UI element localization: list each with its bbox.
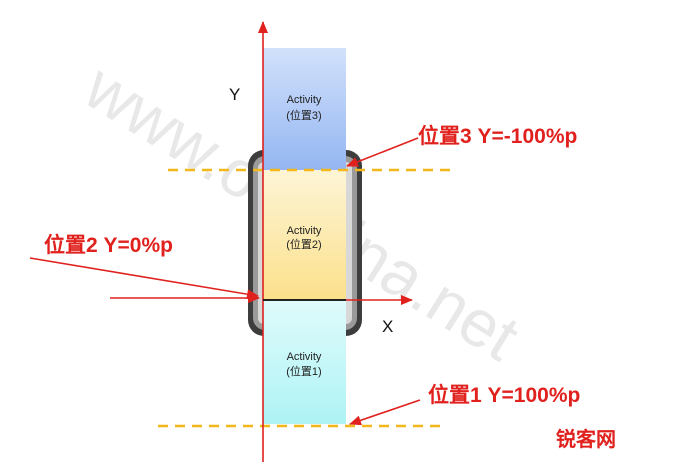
activity-2-position: (位置2) [286, 237, 321, 251]
activity-box-1: Activity (位置1) [263, 300, 346, 424]
y-axis-label: Y [229, 85, 240, 104]
pointer-arrow-pos3 [346, 137, 419, 167]
annotation-pos3: 位置3 Y=-100%p [418, 124, 577, 148]
pointer-arrow-pos1 [349, 399, 421, 426]
pointer-arrow-pos2-upper [29, 257, 259, 300]
annotation-pos2: 位置2 Y=0%p [44, 233, 173, 257]
site-logo: 锐客网 [556, 427, 616, 451]
activity-box-3: Activity (位置3) [263, 48, 346, 170]
activity-1-position: (位置1) [286, 364, 321, 378]
annotation-pos1: 位置1 Y=100%p [428, 383, 580, 407]
activity-3-title: Activity [287, 94, 322, 106]
x-axis-label: X [382, 317, 393, 336]
activity-3-position: (位置3) [286, 108, 321, 122]
activity-2-title: Activity [287, 225, 322, 237]
activity-box-2: Activity (位置2) [263, 170, 346, 300]
activity-1-title: Activity [287, 351, 322, 363]
